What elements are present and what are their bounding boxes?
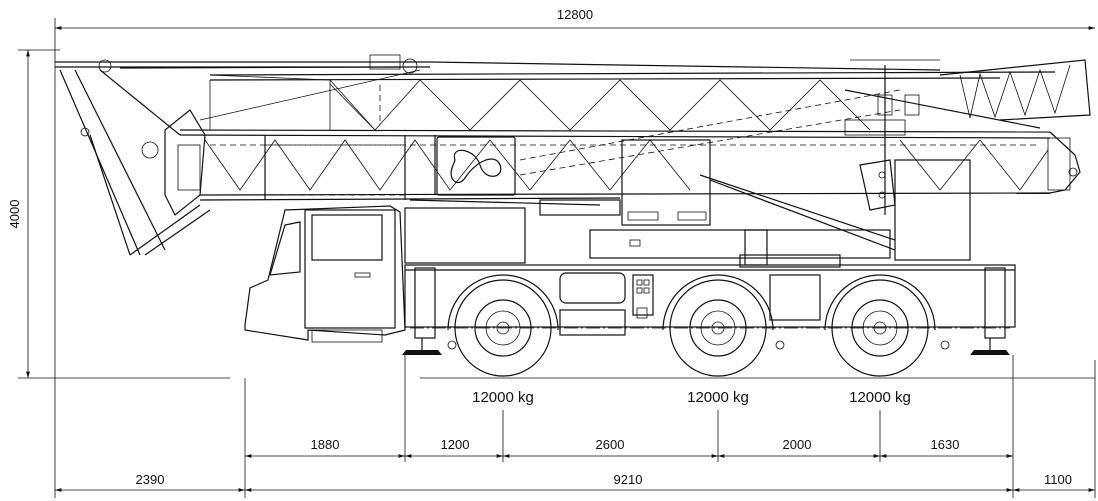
lattice-boom (179, 71, 1081, 201)
axle-load-3: 12000 kg (849, 389, 911, 406)
segment-2390-label: 2390 (136, 472, 165, 487)
overall-length-dimension: 12800 (54, 7, 1095, 380)
boom-logo (436, 136, 516, 196)
wheel-front (454, 279, 552, 377)
truck-cab (244, 205, 406, 343)
segment-1200-label: 1200 (441, 437, 470, 452)
wheel-middle (669, 279, 767, 377)
outrigger-pads (402, 338, 1010, 355)
wheel-rear (831, 279, 929, 377)
wheel-arches (447, 274, 936, 331)
carrier-frame (404, 207, 1016, 339)
extension-lines (244, 355, 1096, 498)
axle-load-2: 12000 kg (687, 389, 749, 406)
segment-1630-label: 1630 (931, 437, 960, 452)
overall-length-label: 12800 (557, 7, 593, 22)
segment-1100-label: 1100 (1044, 472, 1072, 487)
height-dimension: 4000 (7, 49, 60, 378)
overhang-dimensions: 2390 9210 1100 (54, 380, 1095, 498)
segment-9210-label: 9210 (614, 472, 643, 487)
segment-2600-label: 2600 (596, 437, 625, 452)
axle-load-1: 12000 kg (472, 389, 534, 406)
mast-guy-assembly (55, 54, 941, 256)
height-label: 4000 (7, 200, 22, 229)
segment-1880-label: 1880 (311, 437, 340, 452)
segment-2000-label: 2000 (783, 437, 812, 452)
wheelbase-dimensions: 1880 1200 2600 2000 1630 (245, 437, 1013, 458)
axle-loads: 12000 kg 12000 kg 12000 kg (472, 389, 911, 406)
fly-jib (844, 59, 1091, 129)
superstructure (409, 65, 971, 268)
